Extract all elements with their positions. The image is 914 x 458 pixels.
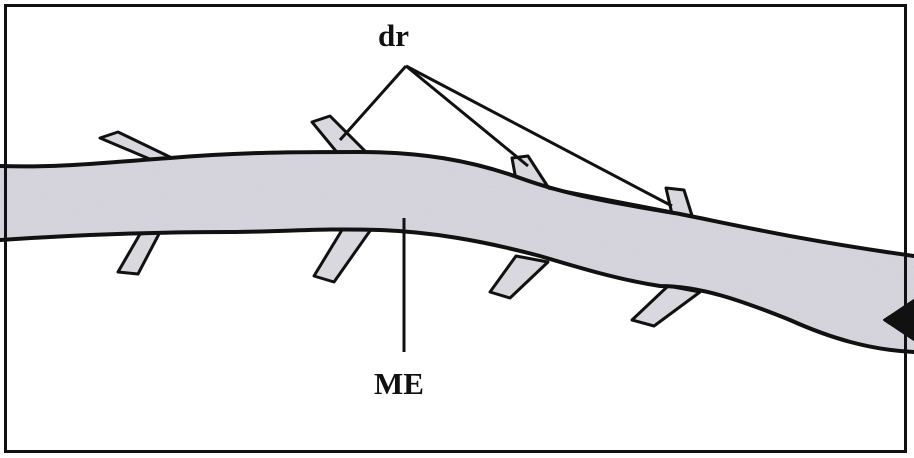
frame-border [4,4,907,453]
